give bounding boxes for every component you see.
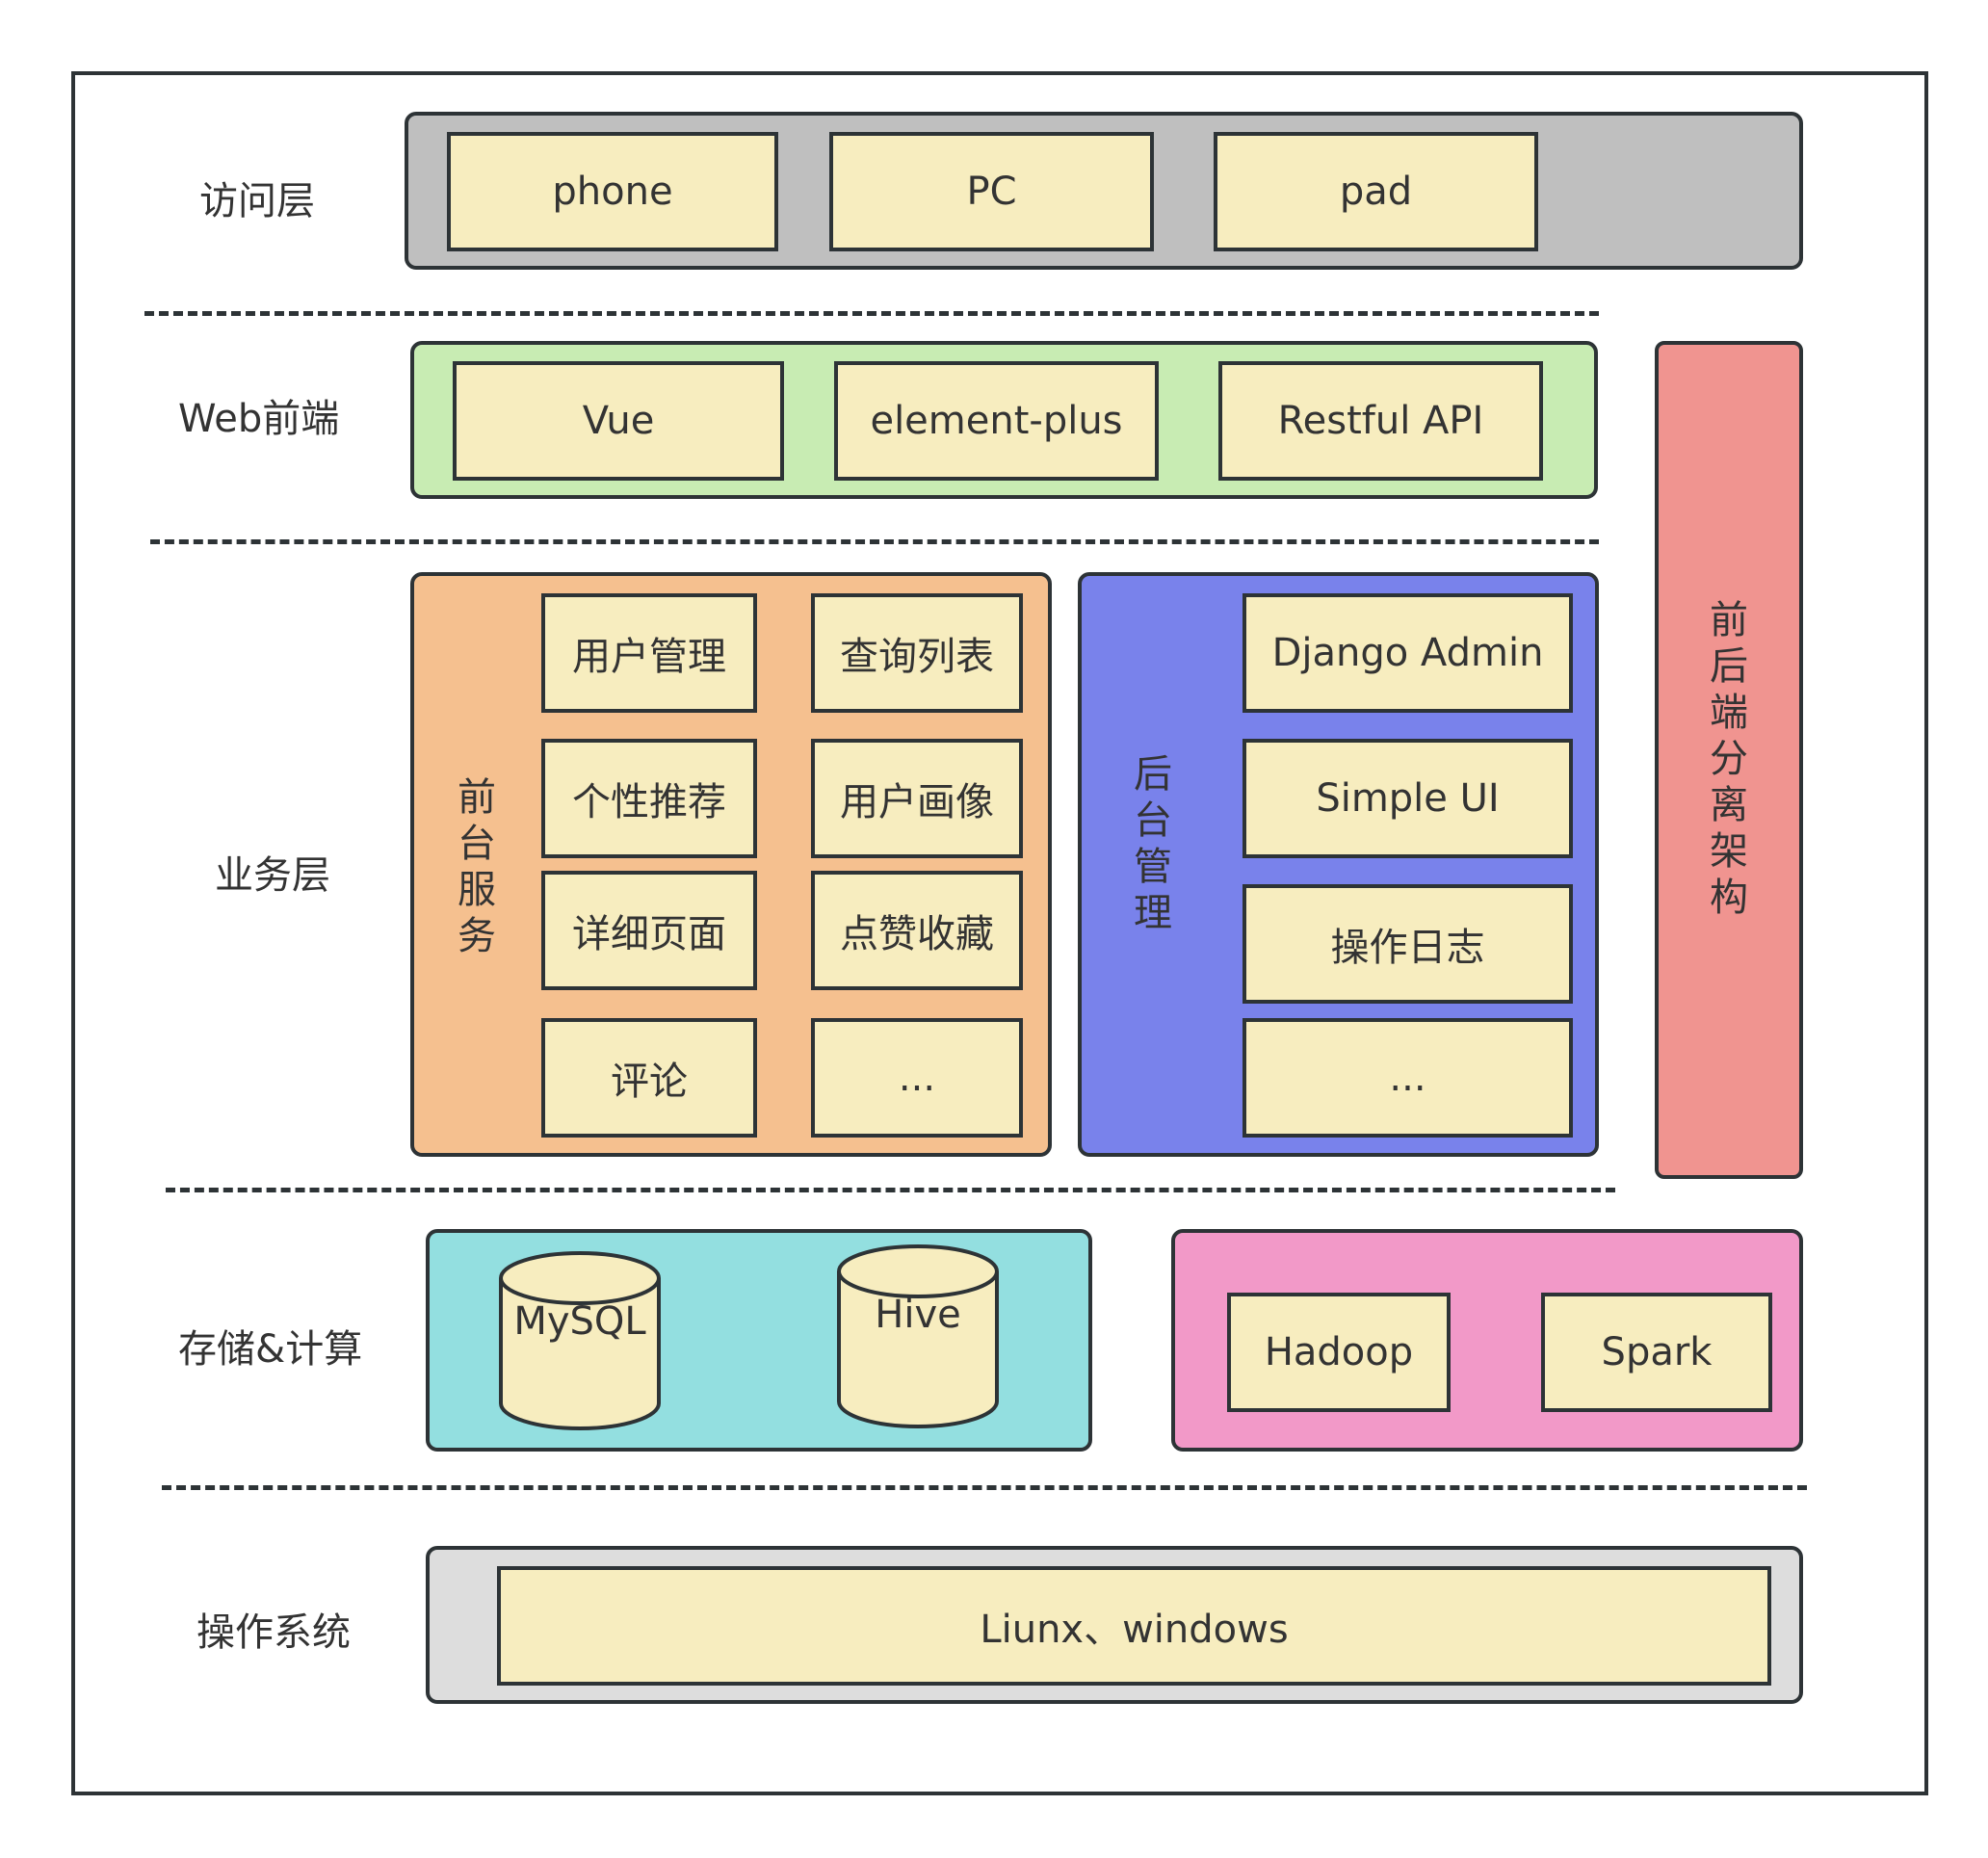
layer-label-storage: 存储&计算: [178, 1327, 363, 1372]
access-item-phone: phone: [447, 132, 778, 251]
layer-label-os: 操作系统: [196, 1610, 351, 1655]
compute-item-hadoop: Hadoop: [1227, 1293, 1451, 1412]
layer-separator: [144, 311, 1599, 316]
layer-label-web: Web前端: [178, 397, 340, 441]
architecture-label: 前后端分离架构: [1710, 598, 1748, 920]
database-mysql: MySQL: [497, 1249, 663, 1432]
service-item-more: ...: [811, 1018, 1023, 1138]
service-item-detail-page: 详细页面: [541, 871, 757, 990]
compute-item-spark: Spark: [1541, 1293, 1772, 1412]
architecture-panel: [1655, 341, 1803, 1179]
service-item-comment: 评论: [541, 1018, 757, 1138]
backend-admin-label: 后台管理: [1134, 752, 1172, 935]
admin-item-simple-ui: Simple UI: [1242, 739, 1573, 858]
database-icon: [837, 1244, 999, 1428]
layer-separator: [150, 539, 1599, 544]
service-item-user-profile: 用户画像: [811, 739, 1023, 858]
database-label: MySQL: [513, 1299, 646, 1344]
access-item-pc: PC: [829, 132, 1154, 251]
layer-separator: [166, 1188, 1615, 1192]
service-item-query-list: 查询列表: [811, 593, 1023, 713]
layer-separator: [162, 1485, 1807, 1490]
admin-item-django-admin: Django Admin: [1242, 593, 1573, 713]
service-item-like-favorite: 点赞收藏: [811, 871, 1023, 990]
layer-label-business: 业务层: [215, 853, 330, 898]
frontend-service-label: 前台服务: [458, 775, 496, 958]
layer-label-access: 访问层: [199, 179, 315, 223]
service-item-user-management: 用户管理: [541, 593, 757, 713]
os-item: Liunx、windows: [497, 1566, 1771, 1686]
access-item-pad: pad: [1214, 132, 1538, 251]
web-item-restful-api: Restful API: [1218, 361, 1543, 481]
web-item-vue: Vue: [453, 361, 784, 481]
database-hive: Hive: [835, 1243, 1001, 1430]
database-icon: [499, 1251, 661, 1430]
database-label: Hive: [875, 1293, 961, 1337]
service-item-recommendation: 个性推荐: [541, 739, 757, 858]
admin-item-more: ...: [1242, 1018, 1573, 1138]
admin-item-operation-log: 操作日志: [1242, 884, 1573, 1004]
web-item-element-plus: element-plus: [834, 361, 1159, 481]
